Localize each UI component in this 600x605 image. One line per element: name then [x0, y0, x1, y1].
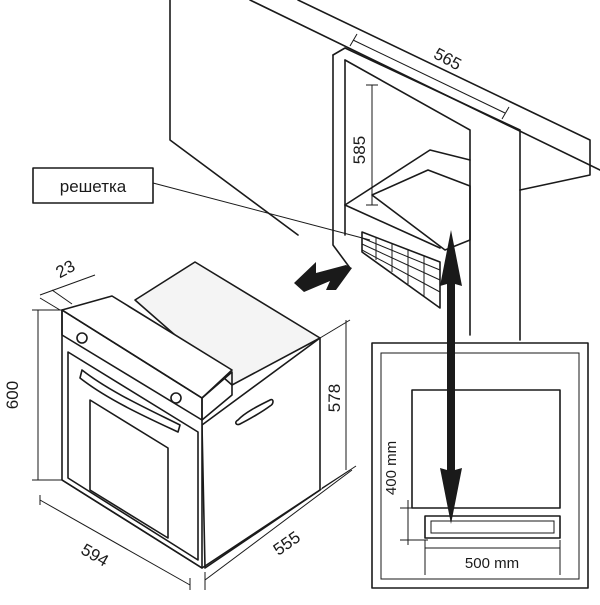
niche-left-jamb — [332, 54, 351, 269]
dim-585-label: 585 — [350, 136, 369, 164]
dim-23-label: 23 — [53, 256, 79, 282]
niche-inner-top — [344, 59, 471, 336]
cabinet — [169, 0, 600, 341]
niche-floor-front — [344, 204, 441, 249]
inset-inner-frame — [380, 352, 580, 580]
vent-slot — [424, 515, 561, 539]
door-handle — [79, 369, 181, 433]
dim-578-label: 578 — [325, 384, 344, 412]
dim-line-594 — [39, 499, 191, 586]
right-knob-icon — [170, 392, 182, 404]
grate-label-box — [32, 167, 154, 204]
dim-500-label: 500 mm — [465, 555, 519, 572]
dim-400-label: 400 mm — [383, 441, 400, 495]
dim-line-565 — [352, 39, 506, 114]
dim-line-555 — [204, 469, 353, 581]
countertop-front-edge — [297, 0, 591, 191]
arrow-right-icon — [294, 262, 352, 292]
inset-frame — [371, 342, 589, 589]
niche-top-lintel — [332, 47, 521, 191]
niche-floor-back — [344, 149, 471, 206]
oven-dimensions — [32, 274, 357, 590]
grate-label — [32, 167, 371, 241]
oven — [61, 261, 321, 569]
vent-detail-inset — [371, 342, 589, 589]
oven-door — [67, 351, 199, 561]
niche-rear-panel — [371, 169, 471, 251]
double-arrow-vertical-icon — [440, 230, 462, 524]
control-panel-side — [201, 371, 233, 421]
grate-frame — [361, 231, 441, 309]
grate-label-text: решетка — [60, 177, 127, 196]
inset-niche — [411, 389, 561, 509]
left-knob-icon — [76, 332, 88, 344]
dim-565-label: 565 — [431, 44, 465, 74]
grate-leader-line — [152, 182, 371, 241]
dim-line-23 — [39, 274, 96, 296]
oven-window — [89, 399, 169, 539]
cabinet-left-wall — [169, 0, 299, 236]
grate — [361, 231, 441, 309]
dim-594-label: 594 — [78, 540, 112, 571]
dim-555-label: 555 — [270, 528, 304, 560]
side-grip — [235, 398, 274, 426]
dim-600-label: 600 — [3, 381, 22, 409]
